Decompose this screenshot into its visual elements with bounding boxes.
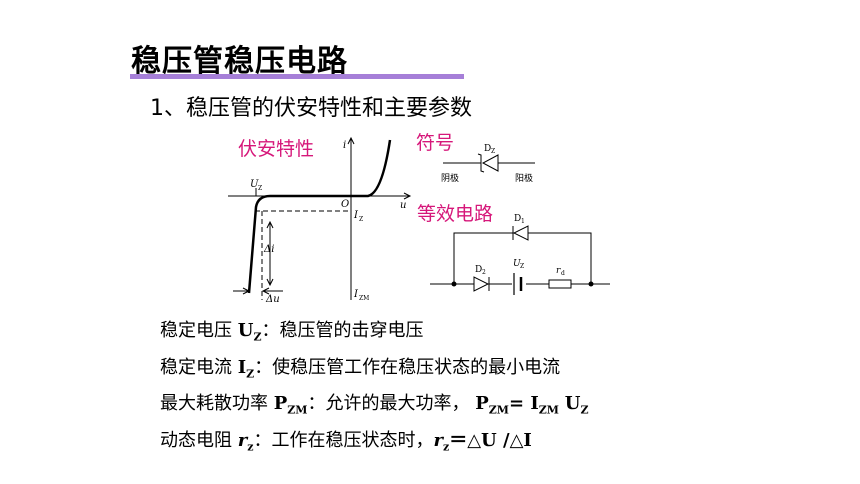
delta-u-label: Δu	[265, 294, 280, 305]
iz-label: I	[353, 210, 359, 221]
vi-curve	[247, 139, 392, 294]
d2-label: D	[475, 265, 482, 275]
param-symbol: P	[273, 393, 288, 415]
symbol-name: D	[484, 144, 491, 154]
rd-label-sub: d	[561, 270, 565, 277]
symbol-label: 符号	[416, 132, 455, 154]
title-underline	[130, 74, 464, 79]
cathode-label: 阴极	[441, 172, 459, 184]
page-title: 稳压管稳压电路	[131, 44, 348, 79]
equivalent-circuit-label: 等效电路	[417, 203, 494, 225]
node-right	[588, 281, 594, 287]
param-symbol: U	[237, 320, 254, 341]
uz-circuit-label: U	[513, 259, 521, 269]
node-left	[451, 281, 457, 287]
origin-label: O	[341, 199, 349, 210]
formula-i-sub: ZM	[538, 403, 559, 417]
formula-r-sub: z	[442, 440, 450, 454]
u-axis-arrow	[403, 192, 412, 200]
rd-resistor	[548, 279, 572, 289]
formula-i: I	[530, 393, 539, 415]
param-name: 稳定电压	[160, 320, 238, 341]
formula-r: r	[433, 429, 443, 451]
param-symbol: I	[237, 356, 247, 378]
param-row-stable-voltage: 稳定电压 UZ：稳压管的击穿电压	[160, 316, 588, 353]
iz-label-sub: Z	[359, 216, 363, 223]
d2-label-sub: 2	[482, 269, 486, 276]
anode-label: 阳极	[515, 172, 533, 184]
param-description: ：允许的最大功率，	[307, 393, 470, 415]
param-name: 最大耗散功率	[160, 393, 274, 415]
uz-label-sub: Z	[258, 185, 262, 192]
izm-label-sub: ZM	[359, 295, 369, 302]
formula-u-sub: Z	[580, 403, 589, 417]
param-description: ：稳压管的击穿电压	[261, 320, 424, 341]
param-symbol-sub: z	[247, 440, 254, 454]
delta-i-label: Δi	[263, 244, 274, 255]
section-subtitle: 1、稳压管的伏安特性和主要参数	[150, 96, 472, 121]
param-description: ：使稳压管工作在稳压状态的最小电流	[254, 356, 561, 378]
param-row-dynamic-resistance: 动态电阻 rz：工作在稳压状态时，rz＝△U /△I	[160, 426, 588, 463]
param-name: 稳定电流	[160, 356, 238, 378]
rd-label: r	[556, 266, 561, 276]
param-row-stable-current: 稳定电流 IZ：使稳压管工作在稳压状态的最小电流	[160, 353, 588, 390]
param-name: 动态电阻	[160, 429, 238, 451]
u-axis-label: u	[400, 200, 406, 211]
izm-label: I	[353, 289, 359, 300]
symbol-name-sub: Z	[491, 148, 495, 155]
formula-u: U	[564, 393, 581, 415]
zener-bar	[477, 153, 485, 173]
formula-delta: ＝△U /△I	[449, 429, 532, 451]
parameter-list: 稳定电压 UZ：稳压管的击穿电压 稳定电流 IZ：使稳压管工作在稳压状态的最小电…	[160, 316, 588, 462]
vi-characteristic-label: 伏安特性	[238, 138, 315, 160]
param-symbol-sub: ZM	[287, 403, 308, 417]
d1-label: D	[514, 214, 521, 224]
param-symbol-sub: Z	[253, 330, 262, 344]
i-axis-arrow	[347, 136, 355, 145]
formula-p-sub: ZM	[488, 403, 509, 417]
uz-circuit-label-sub: Z	[520, 263, 524, 270]
zener-triangle	[481, 154, 499, 172]
param-symbol-sub: Z	[246, 367, 255, 381]
param-symbol: r	[237, 429, 248, 451]
uz-label: U	[250, 179, 259, 190]
i-axis-label: i	[343, 140, 346, 151]
param-row-max-power: 最大耗散功率 PZM：允许的最大功率， PZM= IZM UZ	[160, 389, 588, 426]
d2-diode	[473, 276, 490, 292]
param-description: ：工作在稳压状态时，	[253, 429, 434, 451]
d1-diode	[512, 225, 529, 241]
formula-p: P	[475, 393, 489, 415]
d1-label-sub: 1	[521, 218, 525, 225]
formula-equals: =	[509, 393, 531, 415]
